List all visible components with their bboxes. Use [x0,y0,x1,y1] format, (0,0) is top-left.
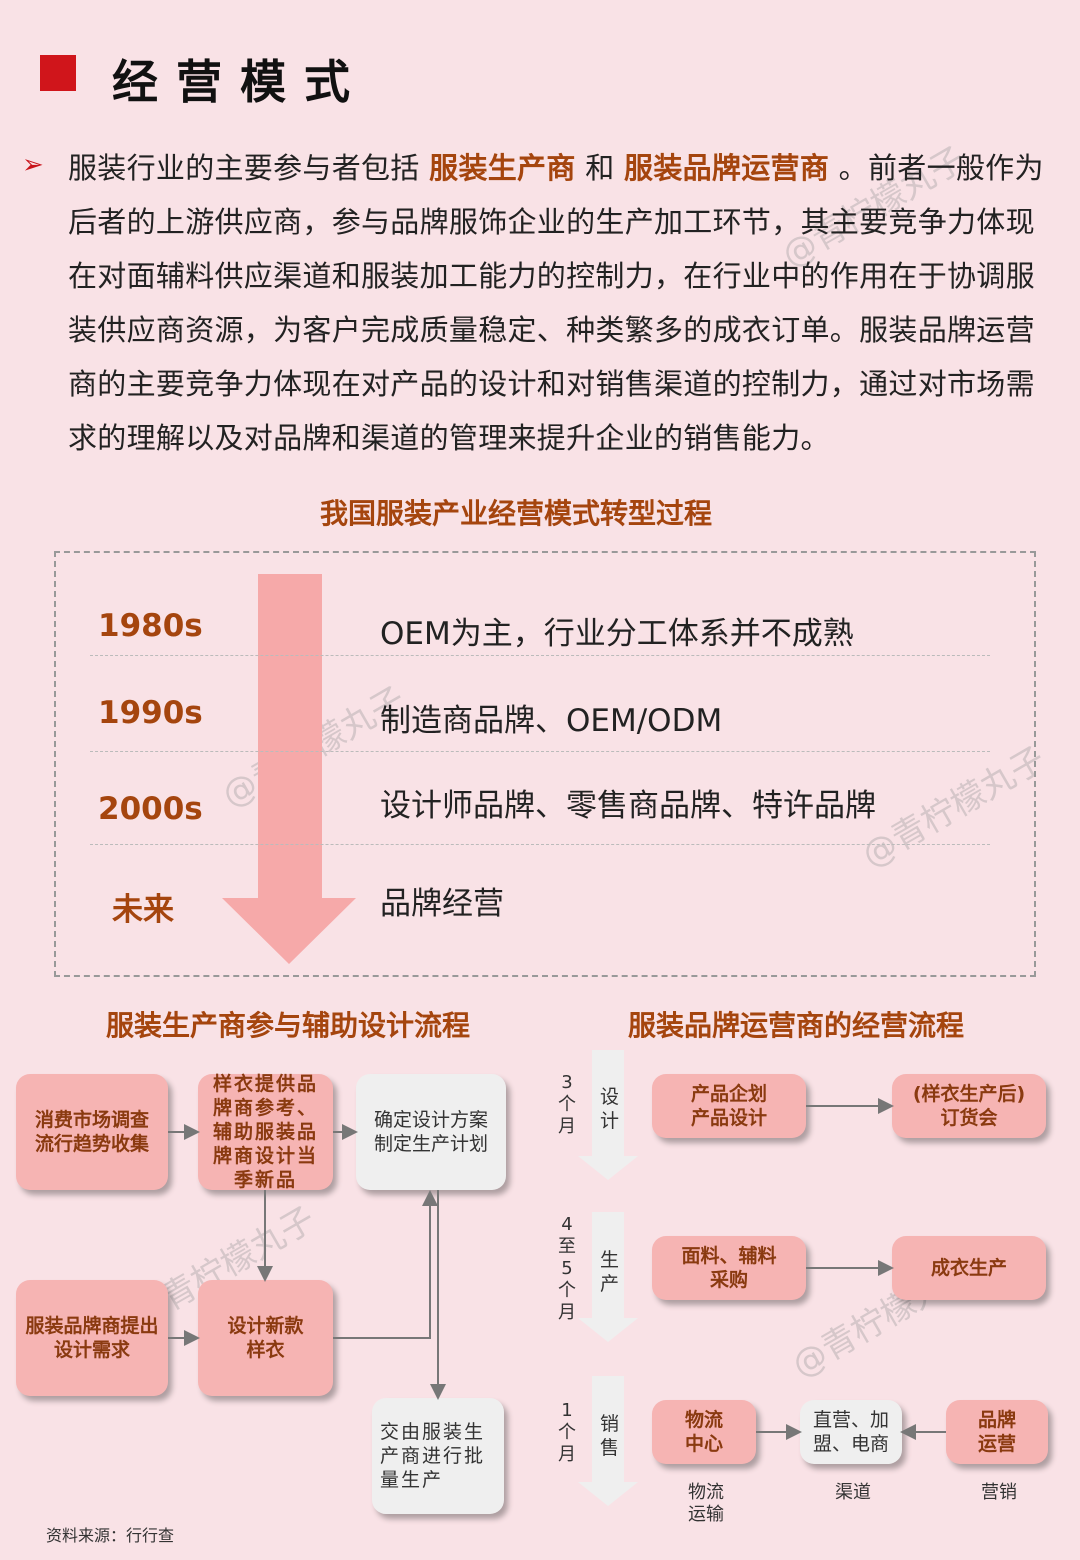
box-fabric-purchase: 面料、辅料采购 [652,1236,806,1300]
box-label: 交由服装生产商进行批量生产 [380,1421,486,1491]
timeline-year: 1980s [98,608,203,644]
box-label: 确定设计方案制定生产计划 [373,1109,488,1155]
timeline-year: 1990s [98,695,203,731]
right-flow-title: 服装品牌运营商的经营流程 [628,1009,965,1042]
box-label: 产品企划产品设计 [690,1083,767,1129]
stage-duration: 3个月 [558,1072,576,1137]
left-flow-title: 服装生产商参与辅助设计流程 [106,1009,471,1042]
box-product-planning: 产品企划产品设计 [652,1074,806,1138]
box-brand-operation: 品牌运营 [946,1400,1048,1464]
intro-paragraph: 服装行业的主要参与者包括 服装生产商 和 服装品牌运营商 。前者一般作为后者的上… [68,141,1058,465]
right-flow-connectors [756,1098,946,1440]
box-label: (样衣生产后)订货会 [912,1083,1026,1129]
caption-channel: 渠道 [835,1482,871,1503]
down-arrow-icon [578,1050,638,1180]
down-arrow-icon [578,1376,638,1506]
timeline-year: 2000s [98,791,203,827]
timeline-divider [90,844,990,845]
box-label: 直营、加盟、电商 [812,1409,889,1455]
stage-duration: 4至5个月 [558,1214,576,1323]
box-label: 面料、辅料采购 [681,1245,777,1291]
box-label: 品牌运营 [977,1409,1016,1455]
highlight-brand-operator: 服装品牌运营商 [624,151,830,185]
caption-marketing: 营销 [981,1482,1017,1503]
box-brand-requirement: 服装品牌商提出设计需求 [16,1280,168,1396]
highlight-manufacturer: 服装生产商 [429,151,576,185]
box-garment-production: 成衣生产 [892,1236,1046,1300]
left-flow-connectors [168,1124,446,1400]
box-market-research: 消费市场调查流行趋势收集 [16,1074,168,1190]
source-note: 资料来源：行行查 [46,1526,175,1545]
timeline-desc: 设计师品牌、零售商品牌、特许品牌 [380,788,876,824]
down-arrow-icon [222,574,356,964]
box-logistics-center: 物流中心 [652,1400,756,1464]
down-arrow-icon [578,1212,638,1342]
timeline-desc: 制造商品牌、OEM/ODM [380,703,723,739]
timeline-divider [90,751,990,752]
bullet-arrow-icon: ➢ [22,150,44,180]
title-marker-square [40,55,76,91]
stage-name: 生产 [600,1249,620,1295]
stage-name: 设计 [600,1086,620,1132]
intro-text: 。前者一般作为后者的上游供应商，参与品牌服饰企业的生产加工环节，其主要竞争力体现… [68,151,1044,455]
intro-text: 服装行业的主要参与者包括 [68,151,420,185]
box-sample-supply: 样衣提供品牌商参考、辅助服装品牌商设计当季新品 [198,1073,333,1191]
stage-name: 销售 [600,1413,620,1459]
caption-logistics: 物流运输 [688,1482,724,1525]
page-title: 经营模式 [112,55,368,109]
timeline-desc: OEM为主，行业分工体系并不成熟 [380,616,854,652]
box-label: 设计新款样衣 [227,1315,304,1361]
timeline-year: 未来 [112,892,174,928]
timeline-box [54,551,1036,977]
box-sales-channels: 直营、加盟、电商 [800,1400,902,1464]
box-confirm-design: 确定设计方案制定生产计划 [356,1074,506,1190]
stage-duration: 1个月 [558,1400,576,1465]
timeline-title: 我国服装产业经营模式转型过程 [320,497,713,530]
box-label: 服装品牌商提出设计需求 [25,1315,159,1361]
box-label: 物流中心 [684,1409,723,1455]
box-label: 消费市场调查流行趋势收集 [34,1109,149,1155]
timeline-divider [90,655,990,656]
box-order-fair: (样衣生产后)订货会 [892,1074,1046,1138]
box-mass-production: 交由服装生产商进行批量生产 [372,1398,504,1514]
intro-text: 和 [585,151,615,185]
box-label: 样衣提供品牌商参考、辅助服装品牌商设计当季新品 [212,1073,318,1191]
box-design-sample: 设计新款样衣 [198,1280,333,1396]
timeline-desc: 品牌经营 [380,886,504,922]
box-label: 成衣生产 [930,1257,1007,1279]
